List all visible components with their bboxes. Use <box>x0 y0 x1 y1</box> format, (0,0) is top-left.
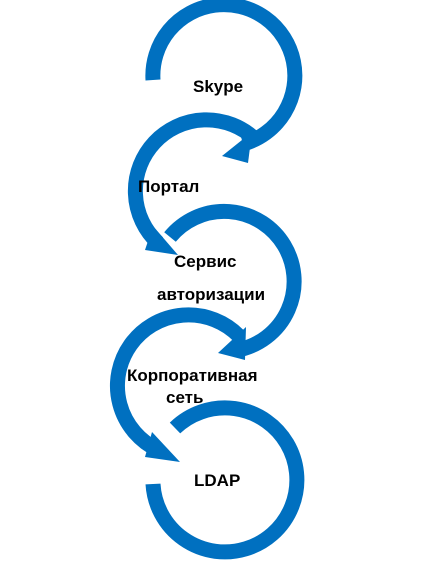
ring-skype-arc <box>145 0 303 152</box>
node-label-auth-line1: Сервис <box>174 252 237 271</box>
ring-auth-arc <box>164 203 302 358</box>
ring-portal-arc <box>127 112 261 249</box>
node-label-auth-line2: авторизации <box>157 285 266 304</box>
node-label-corp-line1: Корпоративная <box>127 366 258 385</box>
node-label-portal: Портал <box>138 177 200 196</box>
node-label-ldap: LDAP <box>194 471 241 490</box>
arrowhead-icon <box>145 432 180 462</box>
ring-ldap <box>145 400 305 560</box>
ring-ldap-arc <box>145 400 305 560</box>
node-label-corp-line2: сеть <box>166 388 204 407</box>
arrowhead-icon <box>145 226 178 255</box>
ring-portal <box>127 112 261 255</box>
ring-corp <box>110 307 245 462</box>
ring-corp-arc <box>110 307 245 457</box>
node-label-skype: Skype <box>193 77 244 96</box>
